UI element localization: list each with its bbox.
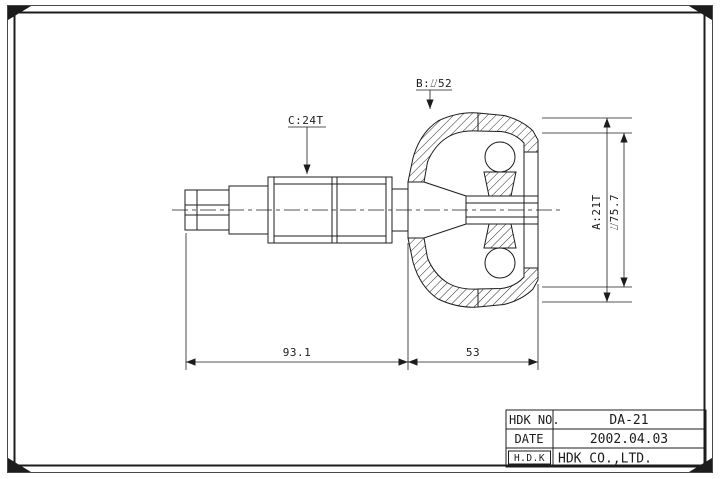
shaft xyxy=(184,176,409,244)
callout-spline-c: C:24T xyxy=(288,114,326,174)
corner-mark-top-left xyxy=(8,6,31,20)
label-spline-a: A:21T xyxy=(590,194,603,230)
callout-dia-b: B:⌰52 xyxy=(416,77,452,109)
outer-race-top xyxy=(477,112,539,153)
outer-race-bottom xyxy=(477,267,539,308)
bell-wall-bottom xyxy=(407,237,479,308)
dimensions: C:24T B:⌰52 A:21T ⌰75.7 93. xyxy=(185,77,632,370)
border-frame xyxy=(7,5,713,473)
title-block: HDK NO. DA-21 DATE 2002.04.03 H.D.K HDK … xyxy=(505,409,707,468)
ball-bottom xyxy=(484,247,516,279)
inner-race-top xyxy=(483,171,517,197)
hdk-logo: H.D.K xyxy=(514,453,545,464)
label-length-joint: 53 xyxy=(466,346,480,359)
corner-mark-top-right xyxy=(689,6,712,20)
dimension-length-joint: 53 xyxy=(408,284,539,370)
drawing-date: 2002.04.03 xyxy=(590,432,668,447)
drawing-number: DA-21 xyxy=(609,413,648,428)
title-block-label-hdk-no: HDK NO. xyxy=(509,413,560,427)
ball-top xyxy=(484,141,516,173)
bell-wall-top xyxy=(407,112,479,183)
title-block-label-date: DATE xyxy=(515,432,544,446)
dimension-housing-dia: ⌰75.7 xyxy=(542,132,632,288)
inner-race-bottom xyxy=(483,223,517,249)
corner-mark-bottom-left xyxy=(8,458,31,472)
label-spline-c: C:24T xyxy=(288,114,324,127)
hdk-logo-box xyxy=(508,450,551,465)
label-length-shaft: 93.1 xyxy=(283,346,312,359)
label-housing-dia: ⌰75.7 xyxy=(608,194,621,230)
dimension-length-shaft: 93.1 xyxy=(185,233,409,370)
dimension-inner-spline-a: A:21T xyxy=(542,117,632,303)
joint-housing xyxy=(407,112,539,308)
label-dia-b: B:⌰52 xyxy=(416,77,452,90)
company-name: HDK CO.,LTD. xyxy=(558,452,652,467)
